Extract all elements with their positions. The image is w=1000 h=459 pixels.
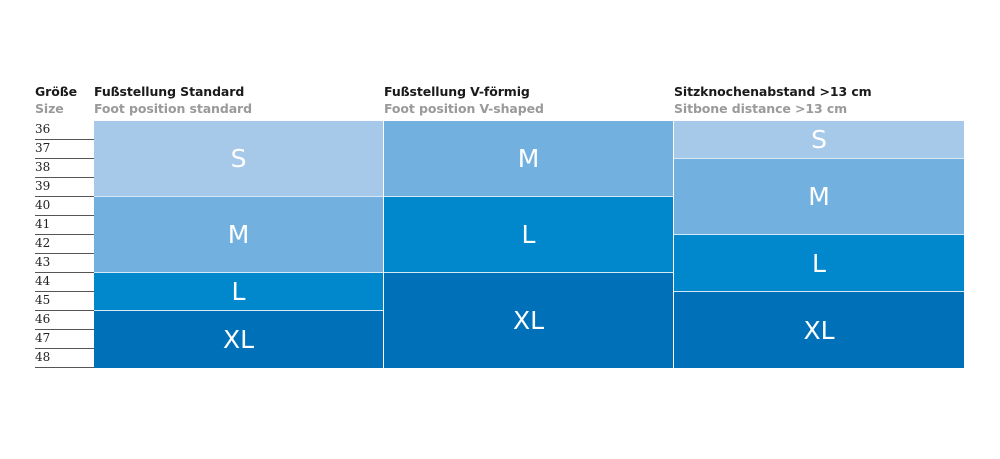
column-title-de: Fußstellung V-förmig: [384, 84, 530, 99]
size-block-m: M: [384, 121, 673, 197]
size-tick: 46: [35, 311, 94, 330]
column-title-de: Fußstellung Standard: [94, 84, 245, 99]
size-block-xl: XL: [674, 292, 964, 368]
size-tick: 39: [35, 178, 94, 197]
size-tick: 41: [35, 216, 94, 235]
size-tick: 36: [35, 121, 94, 140]
size-axis: 36 37 38 39 40 41 42 43 44 45 46 47 48: [35, 121, 94, 368]
size-tick: 43: [35, 254, 94, 273]
size-block-l: L: [384, 197, 673, 273]
column-title-en: Foot position standard: [94, 101, 252, 116]
size-block-l: L: [94, 273, 383, 311]
size-block-xl: XL: [384, 273, 673, 368]
size-label-de: Größe: [35, 84, 77, 99]
size-tick: 45: [35, 292, 94, 311]
column-v-shaped: M L XL: [384, 121, 673, 368]
column-header-sitbone: Sitzknochenabstand >13 cm Sitbone distan…: [674, 83, 872, 117]
column-header-v-shaped: Fußstellung V-förmig Foot position V-sha…: [384, 83, 544, 117]
size-header: Größe Size: [35, 83, 77, 117]
size-block-xl: XL: [94, 311, 383, 368]
size-block-l: L: [674, 235, 964, 292]
column-header-standard: Fußstellung Standard Foot position stand…: [94, 83, 252, 117]
size-tick: 44: [35, 273, 94, 292]
size-tick: 38: [35, 159, 94, 178]
size-tick: 40: [35, 197, 94, 216]
size-tick: 37: [35, 140, 94, 159]
size-tick: 47: [35, 330, 94, 349]
column-title-de: Sitzknochenabstand >13 cm: [674, 84, 872, 99]
size-block-m: M: [674, 159, 964, 235]
size-block-s: S: [94, 121, 383, 197]
column-title-en: Foot position V-shaped: [384, 101, 544, 116]
column-title-en: Sitbone distance >13 cm: [674, 101, 848, 116]
column-sitbone: S M L XL: [674, 121, 964, 368]
size-tick: 42: [35, 235, 94, 254]
size-block-s: S: [674, 121, 964, 159]
column-standard: S M L XL: [94, 121, 383, 368]
size-block-m: M: [94, 197, 383, 273]
size-tick: 48: [35, 349, 94, 368]
size-label-en: Size: [35, 101, 64, 116]
